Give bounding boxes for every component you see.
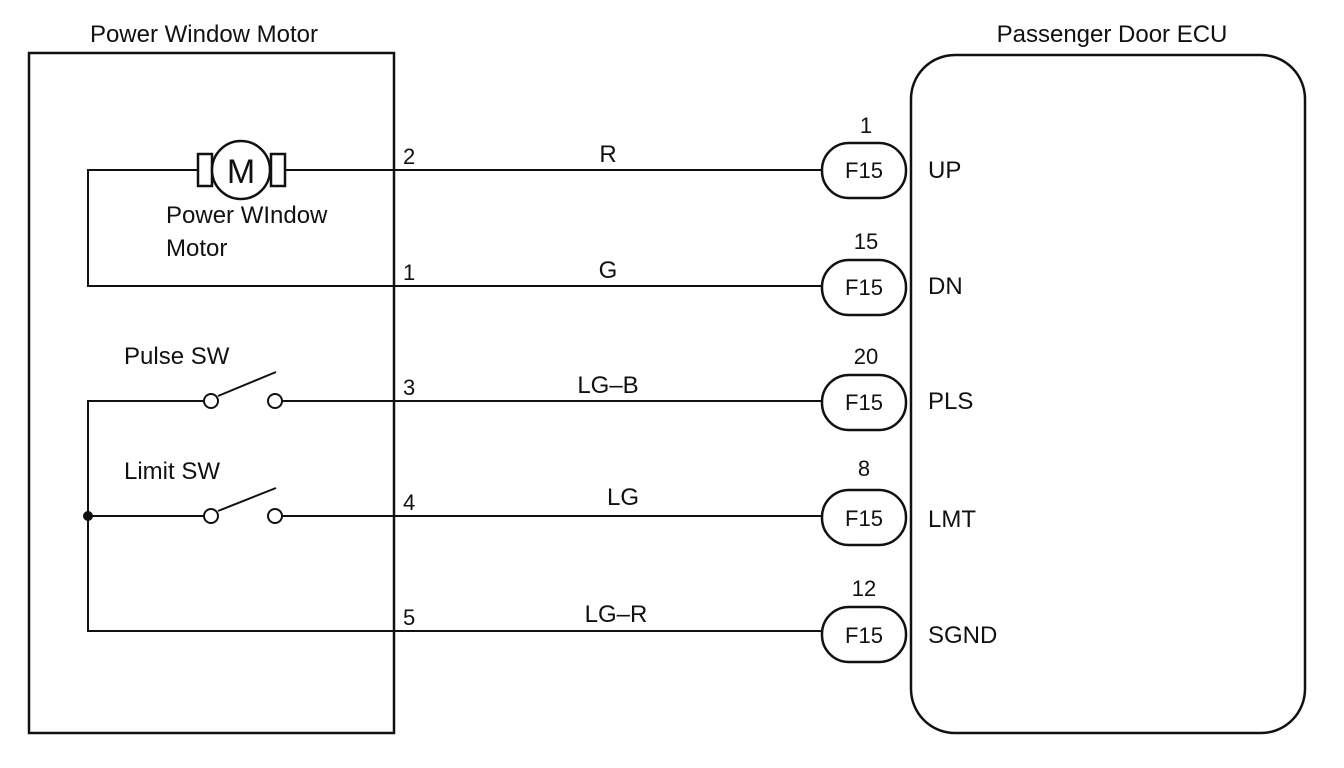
motor-box	[27, 51, 396, 735]
limit-switch-label: Limit SW	[124, 458, 220, 485]
connector-label: F15	[845, 506, 883, 531]
connector-label: F15	[845, 275, 883, 300]
motor-pin-label: 1	[403, 260, 415, 285]
wire-color-label: R	[599, 141, 616, 168]
ecu-terminal-label: DN	[928, 273, 963, 300]
motor-symbol-letter: M	[227, 153, 255, 191]
ecu-pin-label: 8	[858, 456, 870, 481]
ecu-pin-label: 12	[852, 576, 876, 601]
connector-f15	[820, 373, 908, 432]
motor-pin-label: 5	[403, 605, 415, 630]
wire-color-label: LG	[607, 484, 639, 511]
connector-label: F15	[845, 623, 883, 648]
connector-f15	[820, 258, 908, 317]
wire-row-lmt: 4 LG F15 8 LMT	[395, 456, 976, 547]
wire-row-pls: 3 LG–B F15 20 PLS	[395, 344, 973, 432]
ecu-box-title: Passenger Door ECU	[997, 21, 1228, 48]
connector-label: F15	[845, 390, 883, 415]
limit-switch	[203, 487, 395, 524]
connector-label: F15	[845, 158, 883, 183]
ecu-pin-label: 20	[854, 344, 878, 369]
ecu-terminal-label: UP	[928, 157, 961, 184]
wire-row-sgnd: 5 LG–R F15 12 SGND	[395, 576, 997, 664]
wire-color-label: LG–R	[585, 601, 648, 628]
connector-f15	[820, 488, 908, 547]
ecu-box	[909, 53, 1307, 735]
motor-loop-wire	[87, 169, 395, 287]
ecu-terminal-label: LMT	[928, 506, 976, 533]
ecu-terminal-label: SGND	[928, 622, 997, 649]
wire-row-up: 2 R F15 1 UP	[395, 113, 961, 200]
connector-f15	[820, 141, 908, 200]
wire-color-label: G	[599, 257, 618, 284]
pulse-switch	[203, 371, 395, 409]
motor-pin-label: 2	[403, 144, 415, 169]
ecu-terminal-label: PLS	[928, 388, 973, 415]
motor-label-line1: Power WIndow	[166, 202, 328, 229]
junction-dot	[83, 511, 93, 521]
motor-pin-label: 4	[403, 490, 415, 515]
pulse-switch-label: Pulse SW	[124, 343, 230, 370]
wire-color-label: LG–B	[577, 372, 638, 399]
motor-symbol: M	[196, 139, 287, 201]
motor-label-line2: Motor	[166, 235, 227, 262]
wire-row-dn: 1 G F15 15 DN	[395, 229, 963, 317]
motor-pin-label: 3	[403, 375, 415, 400]
motor-box-title: Power Window Motor	[90, 21, 318, 48]
connector-f15	[820, 605, 908, 664]
ecu-pin-label: 1	[860, 113, 872, 138]
ecu-pin-label: 15	[854, 229, 878, 254]
